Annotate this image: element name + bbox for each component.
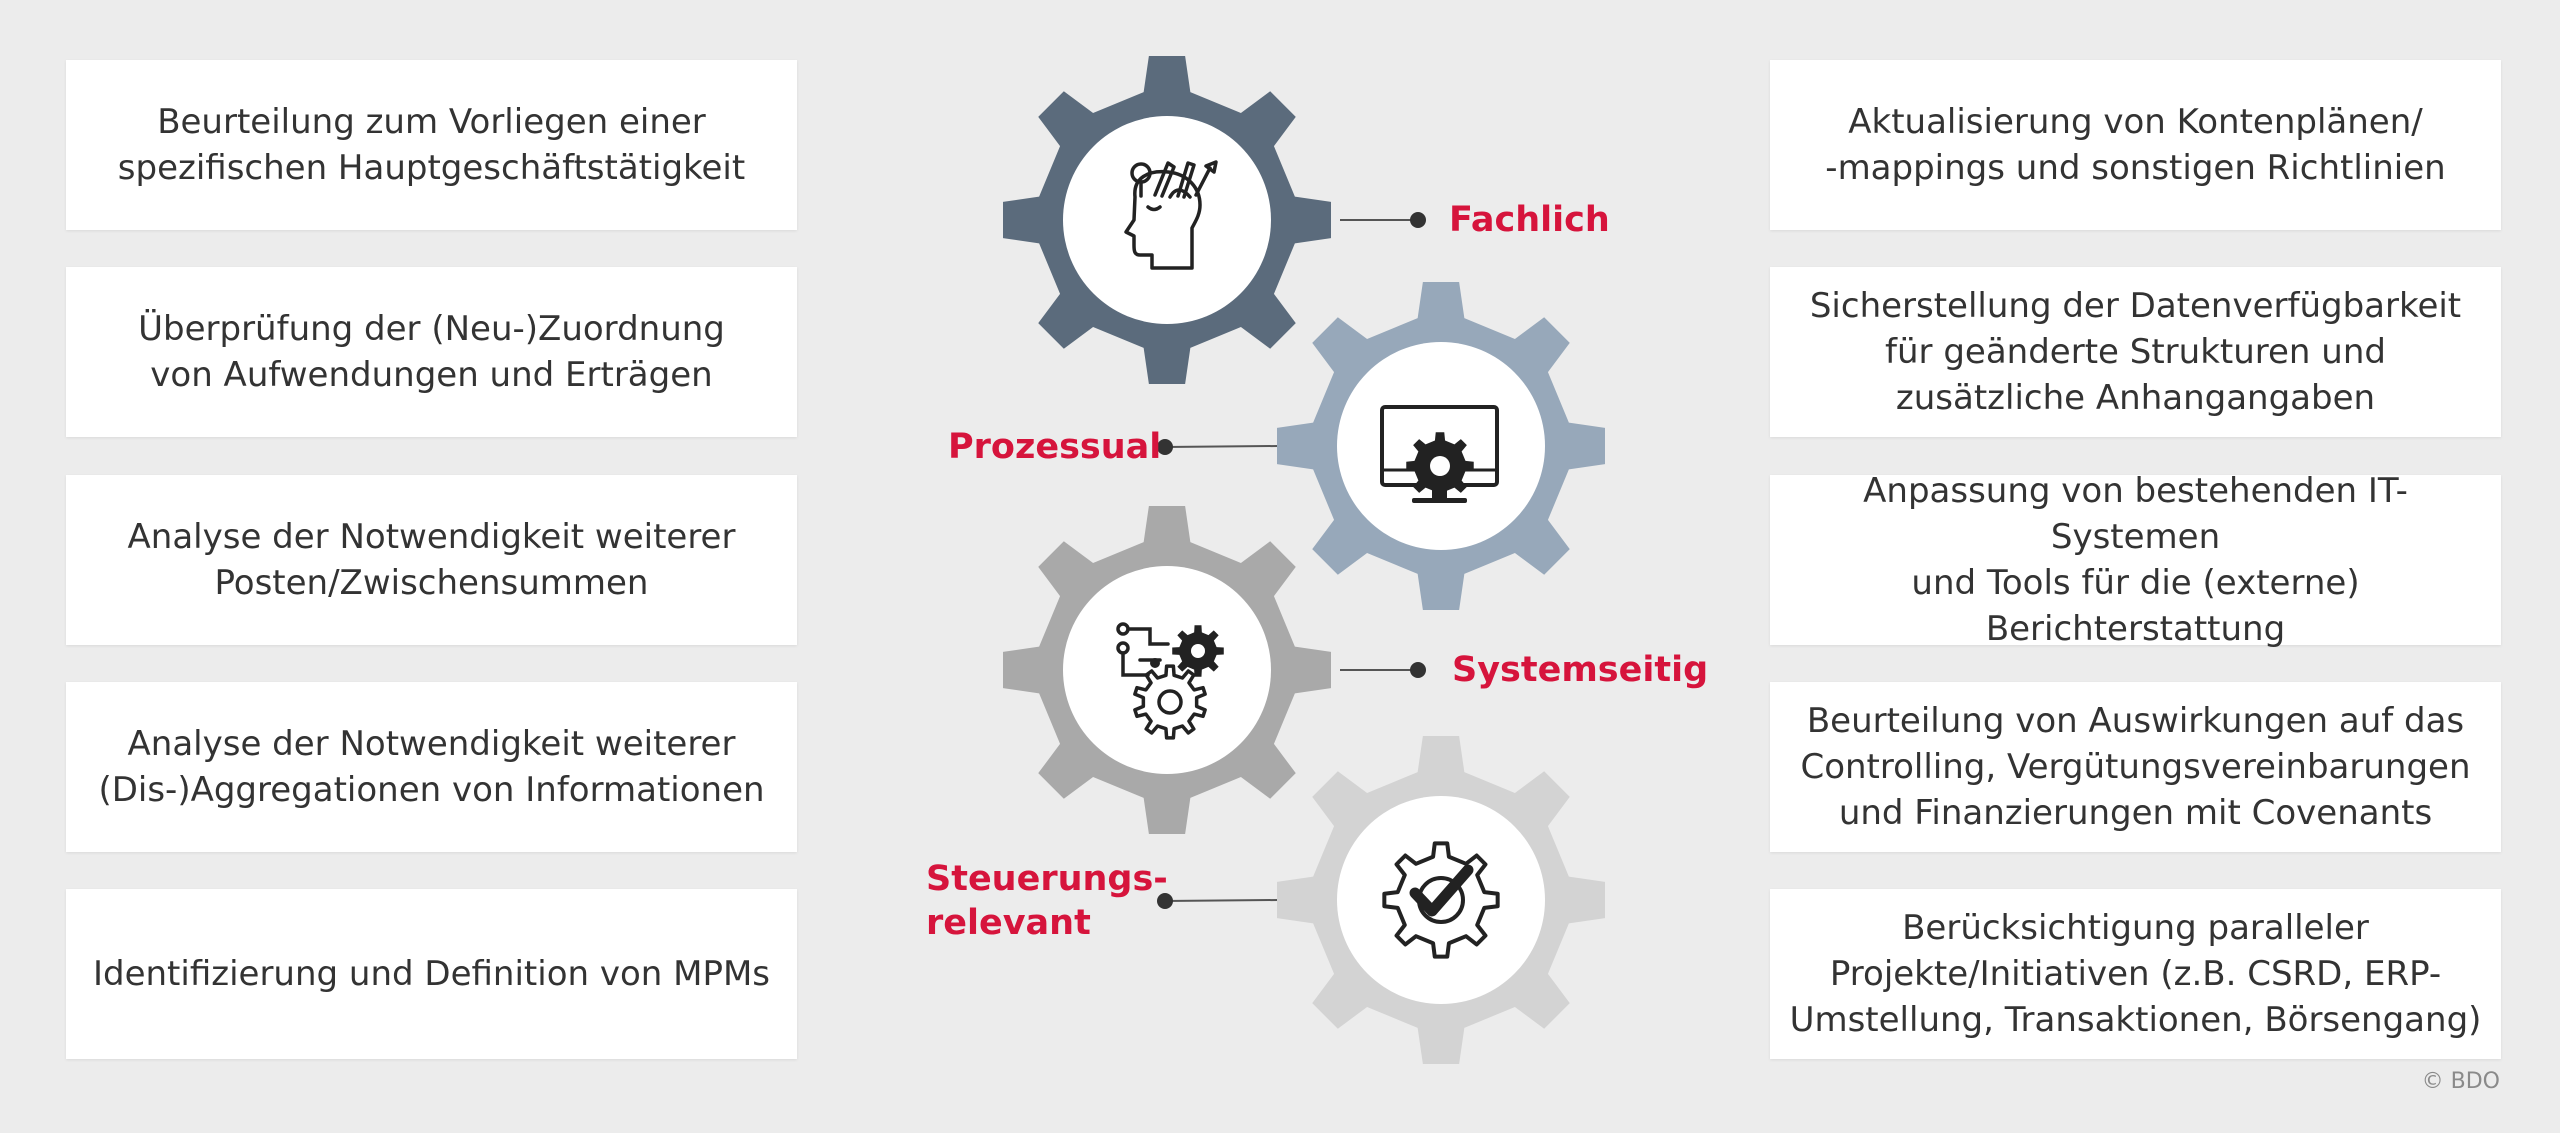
right-box-2: Sicherstellung der Datenverfügbarkeit fü… (1770, 267, 2501, 437)
right-box-1: Aktualisierung von Kontenplänen/ -mappin… (1770, 60, 2501, 230)
label-systemseitig: Systemseitig (1452, 650, 1709, 690)
left-box-3: Analyse der Notwendigkeit weiterer Poste… (66, 475, 797, 645)
left-box-1: Beurteilung zum Vorliegen einer spezifis… (66, 60, 797, 230)
gear-fachlich (1003, 56, 1331, 384)
right-box-4: Beurteilung von Auswirkungen auf das Con… (1770, 682, 2501, 852)
label-steuerungsrelevant: Steuerungs- relevant (926, 859, 1168, 943)
head-ideas-icon (1124, 160, 1218, 270)
right-box-5: Berücksichtigung paralleler Projekte/Ini… (1770, 889, 2501, 1059)
label-fachlich: Fachlich (1449, 200, 1610, 240)
left-box-4: Analyse der Notwendigkeit weiterer (Dis-… (66, 682, 797, 852)
monitor-gear-icon (1380, 405, 1499, 503)
gear-check-icon (1382, 841, 1500, 959)
label-prozessual: Prozessual (948, 427, 1162, 467)
left-box-5: Identifizierung und Definition von MPMs (66, 889, 797, 1059)
right-box-3: Anpassung von bestehenden IT-Systemen un… (1770, 471, 2501, 649)
copyright: © BDO (2421, 1069, 2500, 1094)
left-box-2: Überprüfung der (Neu-)Zuordnung von Aufw… (66, 267, 797, 437)
circuit-gears-icon (1116, 622, 1224, 740)
